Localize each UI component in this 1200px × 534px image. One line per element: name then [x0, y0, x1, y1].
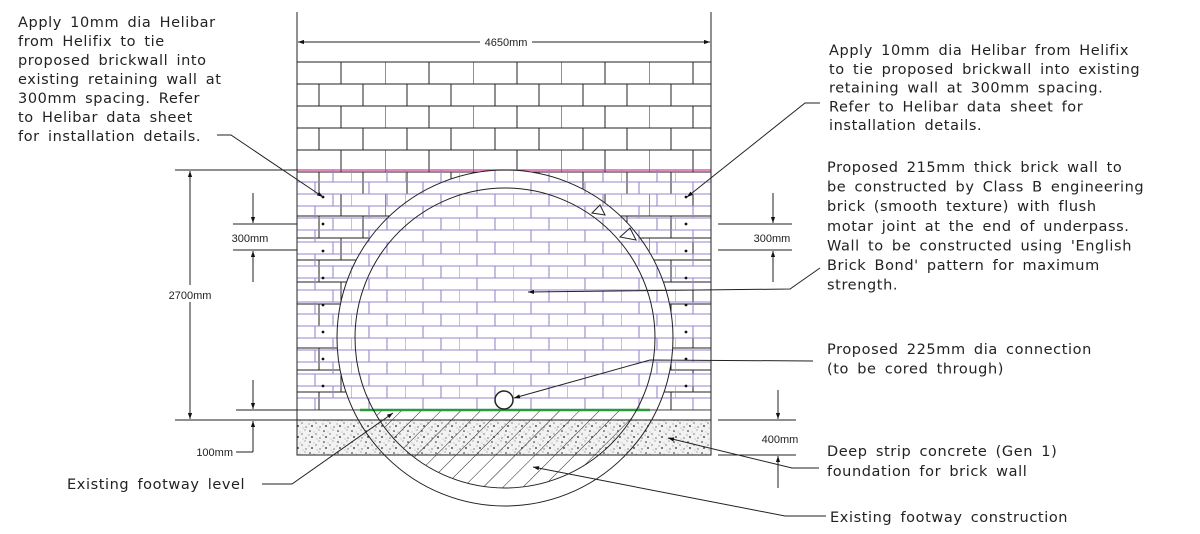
helibar-tie-icon — [321, 357, 325, 361]
helibar-tie-icon — [321, 249, 325, 253]
note-line: foundation for brick wall — [827, 464, 1027, 480]
connection-225mm-circle — [494, 390, 514, 410]
note-line: retaining wall at 300mm spacing. — [829, 81, 1103, 97]
helibar-tie-icon — [684, 249, 688, 253]
helibar-tie-icon — [684, 330, 688, 334]
underpass-inner-ring — [354, 187, 656, 489]
note-helibar-right: Apply 10mm dia Helibar from Helifix to ti… — [829, 43, 1140, 134]
helibar-tie-icon — [321, 222, 325, 226]
helibar-tie-icon — [321, 303, 325, 307]
note-line: strength. — [827, 278, 898, 294]
note-footway-level: Existing footway level — [67, 477, 245, 493]
tie-spacing-left-label: 300mm — [232, 233, 269, 245]
underpass-outer-ring — [336, 169, 674, 507]
note-line: Proposed 225mm dia connection — [827, 342, 1092, 358]
note-line: be constructed by Class B engineering — [827, 180, 1144, 196]
note-connection: Proposed 225mm dia connection (to be core… — [827, 342, 1092, 378]
note-helibar-left: Apply 10mm dia Helibar from Helifix to ti… — [18, 15, 222, 145]
foundation-depth-label: 400mm — [762, 434, 799, 446]
helibar-tie-icon — [684, 222, 688, 226]
footway-offset-label: 100mm — [196, 447, 233, 459]
helibar-tie-icon — [684, 384, 688, 388]
helibar-tie-icon — [684, 357, 688, 361]
leader-connection — [513, 359, 814, 399]
note-brick-wall: Proposed 215mm thick brick wall to be con… — [827, 160, 1144, 294]
leader-footway-level — [262, 412, 394, 485]
note-line: to tie proposed brickwall into existing — [829, 62, 1140, 78]
ring-marker-triangle — [590, 204, 637, 241]
note-line: proposed brickwall into — [18, 53, 207, 69]
note-line: from Helifix to tie — [18, 34, 165, 50]
helibar-tie-icon — [321, 330, 325, 334]
helibar-tie-icon — [321, 276, 325, 280]
helibar-tie-icon — [684, 303, 688, 307]
leader-footway-construction — [532, 466, 826, 517]
note-foundation: Deep strip concrete (Gen 1) foundation fo… — [827, 444, 1057, 480]
width-dimension-label: 4650mm — [485, 37, 528, 49]
note-line: 300mm spacing. Refer — [18, 91, 200, 107]
tie-spacing-right-label: 300mm — [754, 233, 791, 245]
note-line: for installation details. — [18, 129, 201, 145]
leader-brick-wall — [527, 267, 821, 295]
leader-foundation — [667, 437, 819, 469]
note-line: Deep strip concrete (Gen 1) — [827, 444, 1057, 460]
helibar-ties — [321, 195, 688, 388]
note-line: Wall to be constructed using 'English — [827, 238, 1132, 254]
note-line: Apply 10mm dia Helibar — [18, 15, 216, 31]
helibar-tie-icon — [684, 276, 688, 280]
note-line: brick (smooth texture) with flush — [827, 199, 1097, 215]
note-line: existing retaining wall at — [18, 72, 222, 88]
note-footway-construction: Existing footway construction — [830, 510, 1068, 526]
footway-construction-hatch — [373, 410, 637, 488]
note-line: (to be cored through) — [827, 362, 1004, 378]
note-line: Proposed 215mm thick brick wall to — [827, 160, 1122, 176]
note-line: installation details. — [829, 118, 982, 134]
note-line: motar joint at the end of underpass. — [827, 219, 1130, 235]
height-dimension-label: 2700mm — [169, 290, 212, 302]
proposed-brick-wall — [297, 170, 711, 410]
note-line: to Helibar data sheet — [18, 110, 193, 126]
leader-helibar-right — [686, 102, 820, 198]
leader-helibar-left — [217, 134, 324, 198]
helibar-tie-icon — [684, 195, 688, 199]
note-line: Brick Bond' pattern for maximum — [827, 258, 1100, 274]
helibar-tie-icon — [321, 384, 325, 388]
note-line: Refer to Helibar data sheet for — [829, 99, 1083, 115]
note-line: Apply 10mm dia Helibar from Helifix — [829, 43, 1129, 59]
